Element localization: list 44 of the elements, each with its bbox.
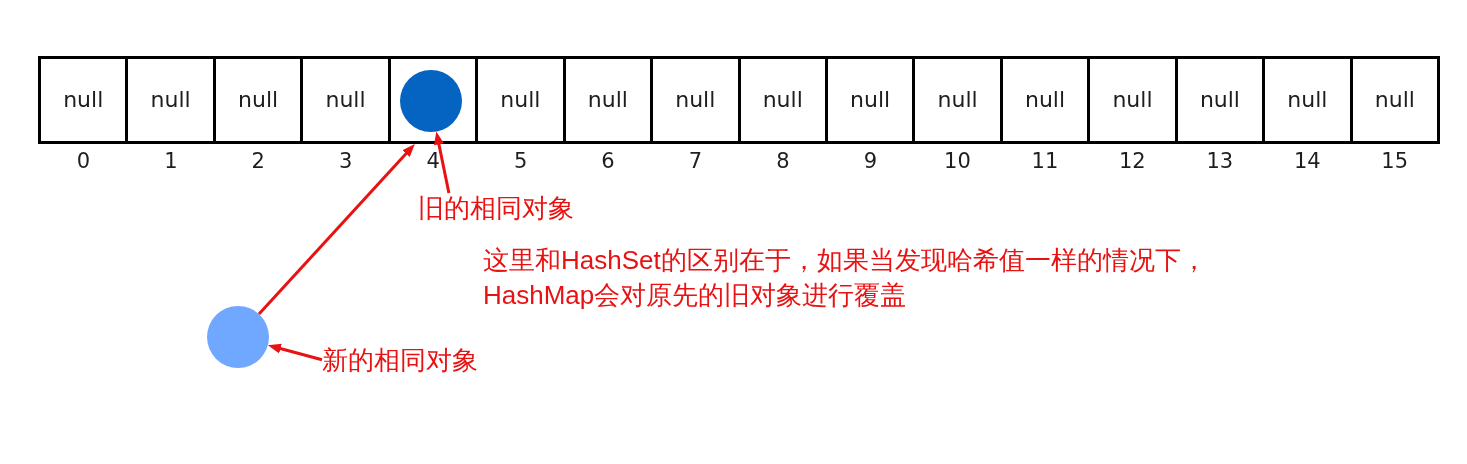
index-label: 0 bbox=[76, 149, 91, 173]
cell-value: null bbox=[937, 87, 978, 113]
index-label: 12 bbox=[1119, 149, 1146, 173]
index-label: 15 bbox=[1381, 149, 1409, 173]
array-cell bbox=[1262, 56, 1353, 144]
cell-value: null bbox=[325, 87, 366, 113]
index-label: 13 bbox=[1206, 149, 1234, 173]
array-cell bbox=[300, 56, 391, 144]
note-text: 这里和HashSet的区别在于，如果当发现哈希值一样的情况下，HashMap会对原先的旧对象进行覆盖 bbox=[483, 244, 1208, 312]
index-label: 2 bbox=[251, 149, 265, 173]
arrow bbox=[257, 144, 415, 316]
index-label: 1 bbox=[164, 149, 178, 173]
cell-value: null bbox=[1374, 87, 1415, 113]
index-label: 10 bbox=[944, 149, 971, 173]
index-label: 4 bbox=[426, 149, 440, 173]
cell-value: null bbox=[675, 87, 716, 113]
index-label: 8 bbox=[776, 149, 790, 173]
cell-value: null bbox=[150, 87, 191, 113]
cell-value: null bbox=[1199, 87, 1240, 113]
arrow bbox=[267, 343, 323, 362]
index-label: 14 bbox=[1293, 149, 1321, 173]
annotation-text: 旧的相同对象 bbox=[418, 193, 574, 224]
cell-value: null bbox=[850, 87, 891, 113]
cell-value: null bbox=[762, 87, 803, 113]
array-cell bbox=[650, 56, 741, 144]
index-label: 9 bbox=[863, 149, 878, 173]
index-label: 5 bbox=[513, 149, 528, 173]
array-cell bbox=[475, 56, 566, 144]
cell-value: null bbox=[1112, 87, 1153, 113]
index-label: 11 bbox=[1031, 149, 1059, 173]
arrow bbox=[434, 131, 451, 194]
cell-value: null bbox=[238, 87, 279, 113]
cell-value: null bbox=[587, 87, 628, 113]
cell-value: null bbox=[500, 87, 541, 113]
index-label: 7 bbox=[688, 149, 703, 173]
array-cell bbox=[125, 56, 216, 144]
cell-value: null bbox=[63, 87, 104, 113]
array-cell bbox=[912, 56, 1003, 144]
index-label: 6 bbox=[601, 149, 615, 173]
annotation-text: 新的相同对象 bbox=[322, 345, 478, 376]
cell-value: null bbox=[1025, 87, 1066, 113]
cell-value: null bbox=[1287, 87, 1328, 113]
index-label: 3 bbox=[339, 149, 353, 173]
array-cell bbox=[1087, 56, 1178, 144]
